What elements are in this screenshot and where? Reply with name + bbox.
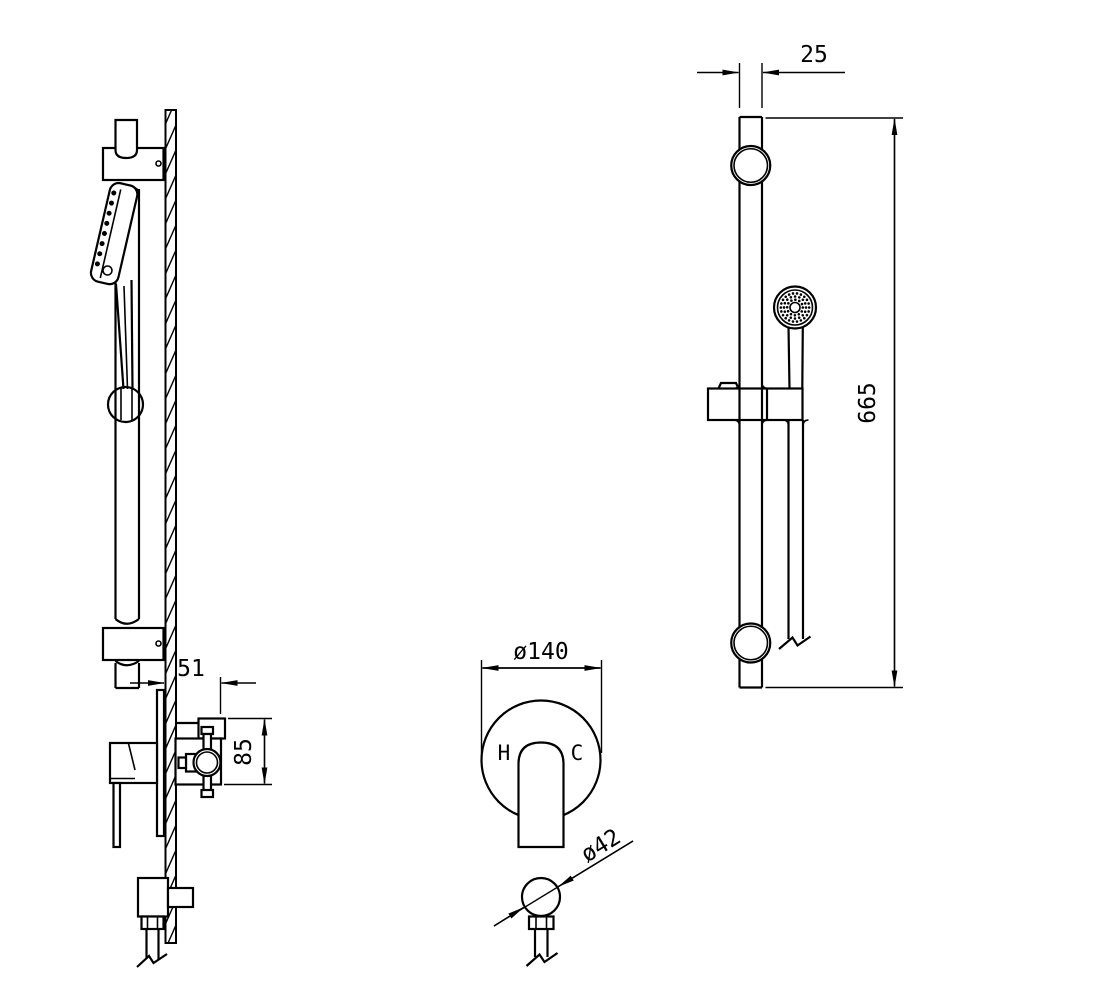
rail-bottom-bracket-side [101,626,165,690]
rail-bracket-top-icon [730,144,772,187]
outlet-elbow-side [136,876,195,968]
hand-shower-front [772,285,818,389]
dim-plate-diameter-label: ø140 [513,639,568,665]
mixer-lever-front [517,741,565,849]
mixer-valve-side [108,688,227,849]
hose-ring-icon [102,265,113,276]
dimension-plate-diameter: ø140 [480,639,603,753]
front-view-mixer: ø140 H C ø42 [480,639,634,967]
cold-label: C [571,741,584,765]
hand-shower-side [89,181,139,390]
bracket-screw-icon [155,160,162,167]
lever-stem-side [112,781,122,849]
valve-cartridge-icon [192,747,222,778]
dimension-rail-width: 25 [697,42,845,108]
hose-nut-icon [527,915,555,931]
dim-rail-width-label: 25 [800,42,828,68]
dim-valve-depth-label: 51 [177,656,205,682]
dimension-valve-height: 85 [224,717,272,786]
spray-nozzles-icon [92,190,117,276]
rail-slider-front [706,381,809,427]
rail-slider-side [106,385,145,424]
rail-top-bracket-side [101,118,165,182]
dimension-rail-height: 665 [765,117,903,689]
hose-break-icon [136,953,168,968]
slider-lock-tab-icon [717,381,740,389]
dim-valve-height-label: 85 [231,738,257,766]
bracket-screw-icon [155,640,162,647]
hose-nut-icon [140,915,165,931]
spray-face-icon [779,291,811,323]
hot-label: H [498,741,511,765]
slide-rail-front [730,115,772,689]
front-view-rail: 25 665 [697,42,903,689]
hose-break-icon [778,635,812,650]
rail-bracket-bottom-icon [730,622,772,664]
dimension-valve-depth: 51 [130,656,256,714]
dim-rail-height-label: 665 [855,382,881,424]
side-view: 51 85 [89,109,272,968]
wall-section [164,109,177,944]
shower-hose-front [778,420,812,650]
hose-break-icon [525,952,559,967]
